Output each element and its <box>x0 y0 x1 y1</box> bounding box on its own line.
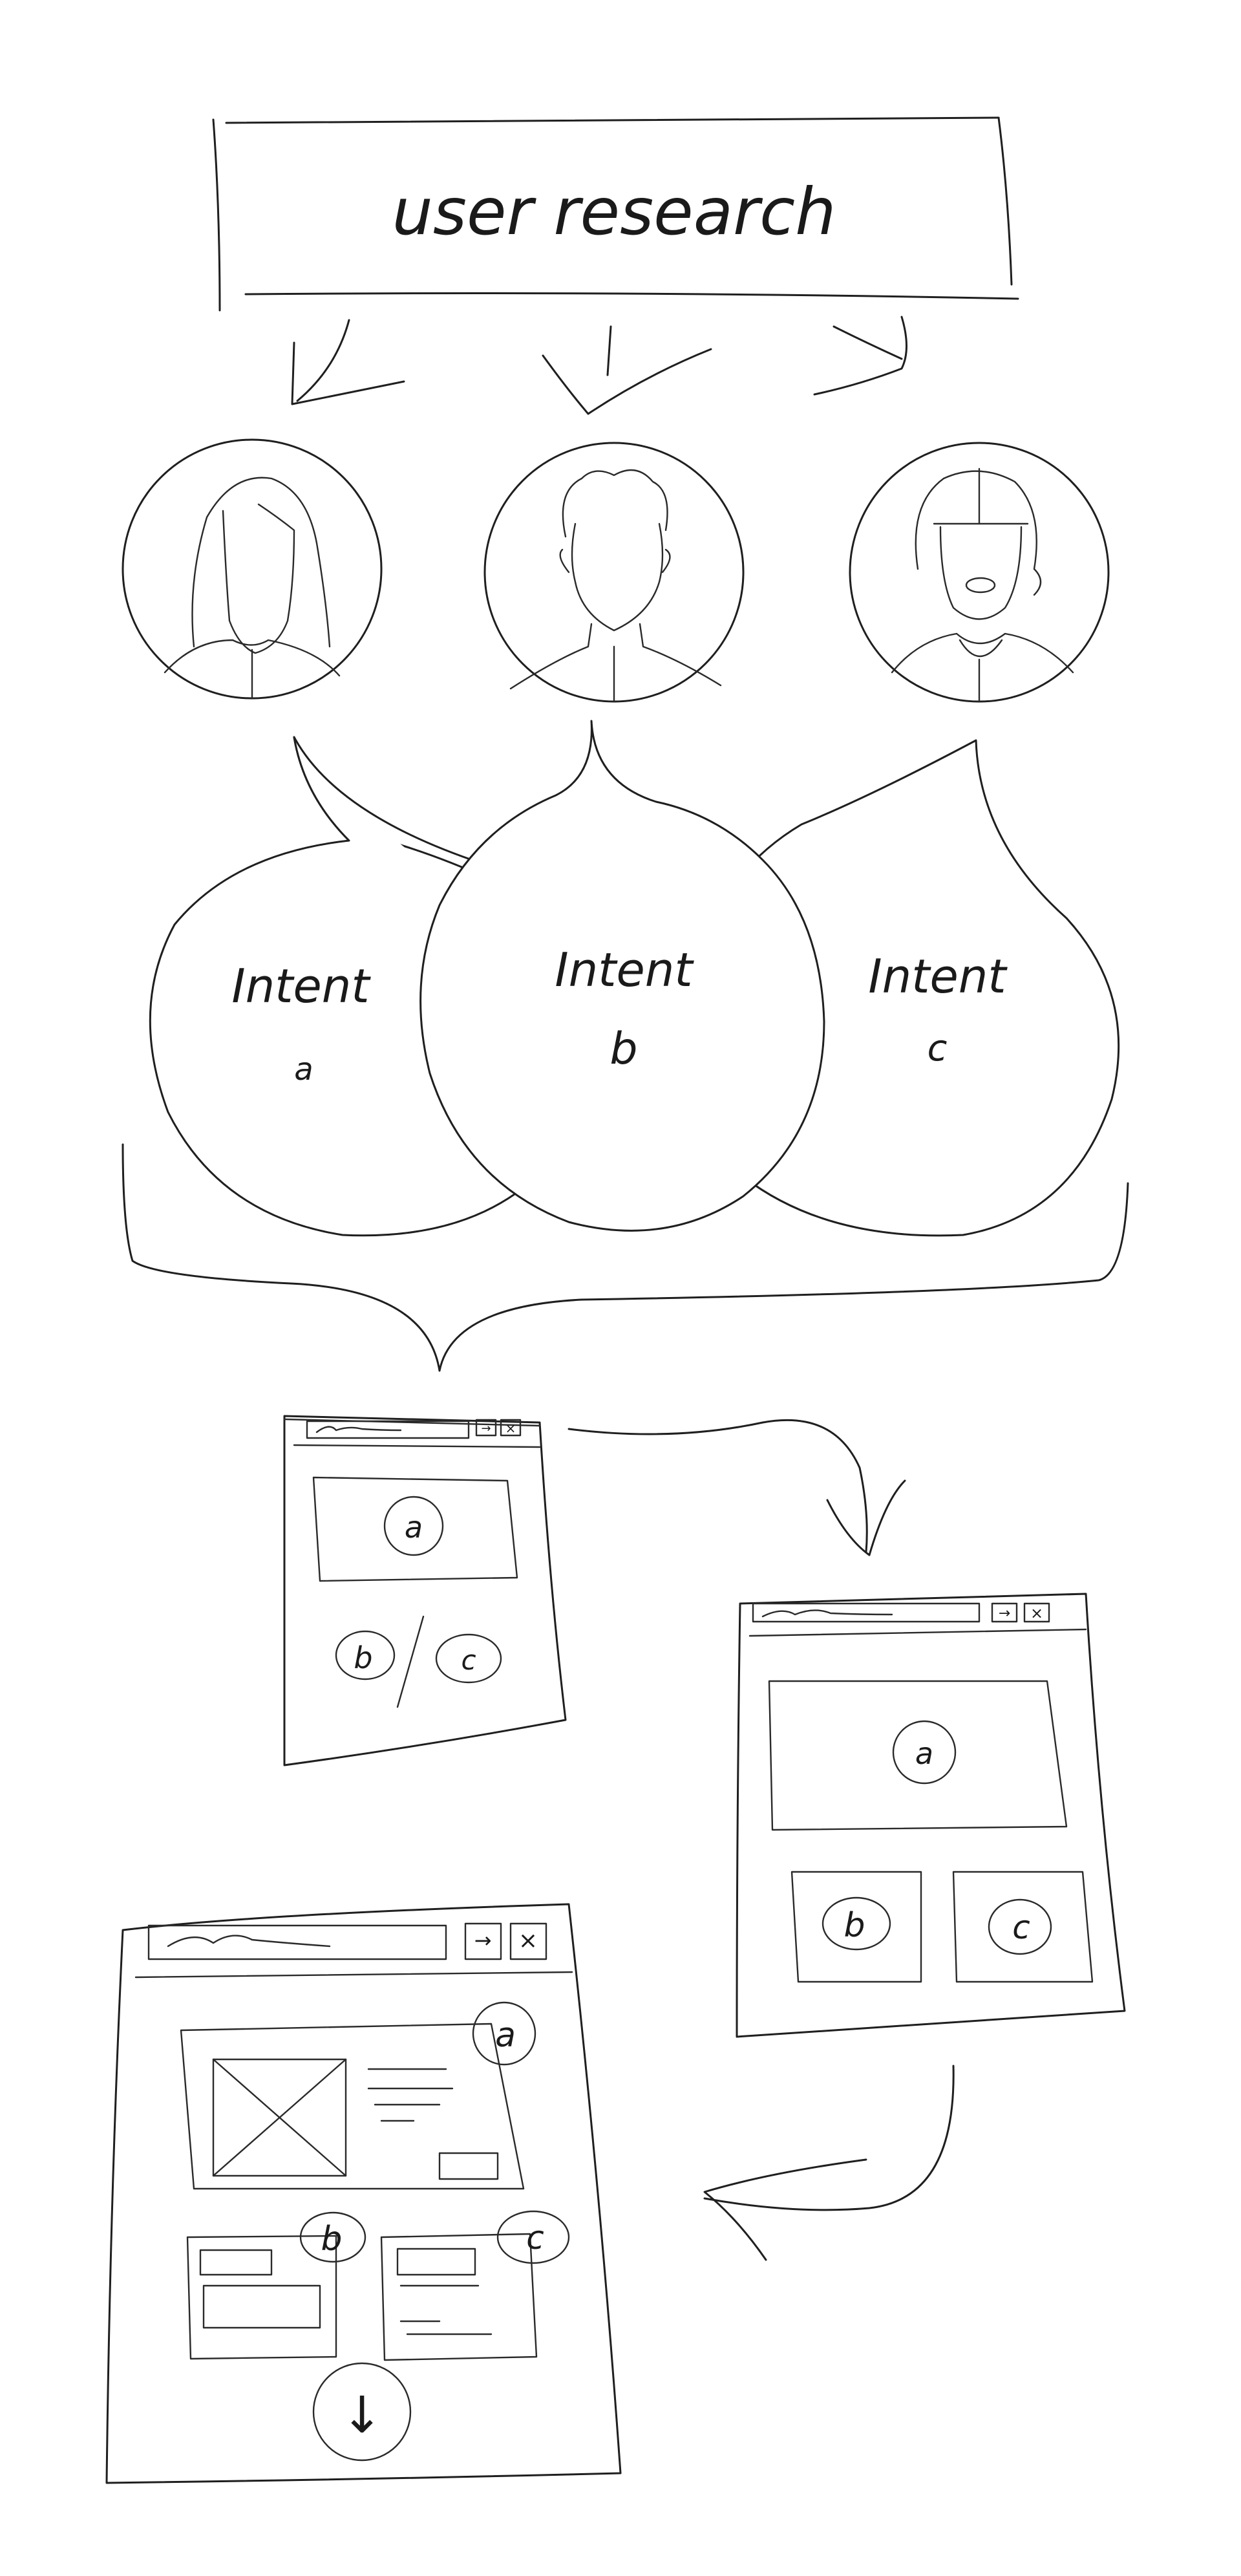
wireframe-large: → × a b c ↓ <box>105 1903 622 2484</box>
grouping-brace <box>122 1143 1129 1372</box>
arrow-to-persona-c <box>813 316 907 396</box>
intent-b-label: Intent <box>555 943 694 997</box>
forward-icon-box-small <box>475 1419 497 1437</box>
large-badge-b: b <box>321 2220 342 2259</box>
male-short-hair-avatar-icon <box>509 469 722 703</box>
medium-badge-c: c <box>1012 1909 1030 1946</box>
female-long-hair-avatar-icon <box>164 477 341 700</box>
forward-icon-box-large <box>464 1922 502 1960</box>
arrow-to-persona-a <box>291 319 405 405</box>
arrow-medium-to-large <box>703 2065 955 2261</box>
wireframe-small: → × a b c <box>283 1415 567 1766</box>
forward-icon: → <box>999 1605 1010 1622</box>
image-placeholder-icon <box>212 2058 347 2177</box>
intent-b-bubble: Intent b <box>419 720 825 1232</box>
arrow-small-to-medium <box>567 1419 906 1556</box>
svg-text:↓: ↓ <box>341 2387 383 2445</box>
close-icon: × <box>505 1421 516 1436</box>
close-icon: × <box>1030 1604 1043 1622</box>
close-icon: × <box>518 1927 538 1954</box>
forward-icon: → <box>481 1422 491 1435</box>
persona-c-avatar <box>849 442 1110 703</box>
persona-a-avatar <box>122 438 383 700</box>
intent-a-letter: a <box>294 1051 313 1088</box>
female-bob-hair-avatar-icon <box>891 467 1074 703</box>
intent-a-label: Intent <box>231 959 371 1013</box>
forward-icon: → <box>474 1928 492 1953</box>
title-box: user research <box>212 116 1019 312</box>
wireframe-medium: → × a b c <box>736 1593 1126 2038</box>
medium-badge-b: b <box>843 1906 865 1945</box>
medium-badge-a: a <box>915 1736 933 1771</box>
download-icon: ↓ <box>312 2362 412 2462</box>
close-icon-box-large <box>509 1922 547 1960</box>
large-badge-c: c <box>526 2219 544 2257</box>
small-badge-b: b <box>354 1640 372 1675</box>
intent-b-letter: b <box>610 1024 637 1075</box>
small-badge-c: c <box>461 1644 476 1676</box>
intent-c-letter: c <box>928 1027 948 1069</box>
close-icon-box-small <box>500 1419 522 1437</box>
intent-c-label: Intent <box>868 949 1008 1004</box>
title-text: user research <box>392 174 836 250</box>
small-badge-a: a <box>405 1510 423 1545</box>
arrow-to-persona-b <box>542 325 712 415</box>
persona-b-avatar <box>483 442 745 703</box>
large-badge-a: a <box>495 2016 516 2055</box>
